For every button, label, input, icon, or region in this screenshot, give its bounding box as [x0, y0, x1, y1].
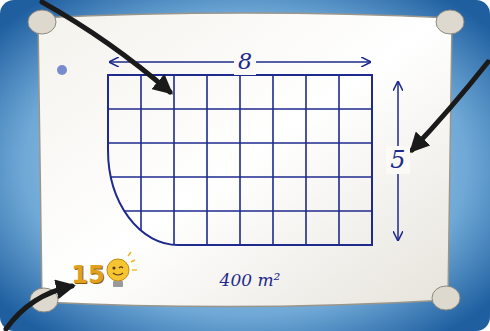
- floor-grid: [108, 75, 372, 245]
- score-number: 15: [71, 263, 104, 287]
- idea-bulb-icon: [107, 252, 137, 287]
- height-dimension: 5: [386, 146, 409, 174]
- area-label: 400 m²: [220, 272, 281, 289]
- scroll-paper: [38, 13, 452, 307]
- pointer-arrows: [6, 2, 488, 329]
- width-dimension: 8: [234, 49, 256, 75]
- floor-outline: [108, 75, 372, 245]
